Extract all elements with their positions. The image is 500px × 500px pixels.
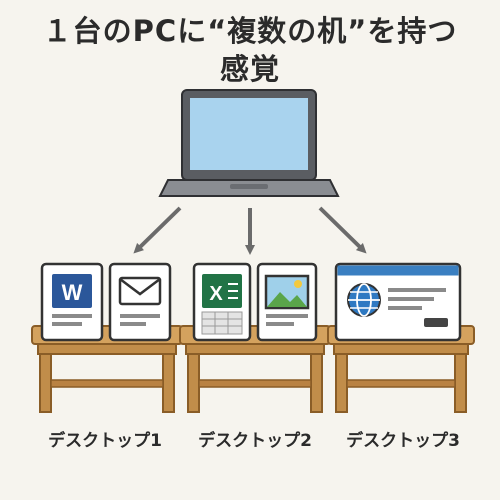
mail-document <box>108 262 172 342</box>
excel-letter: X <box>209 283 223 305</box>
word-document <box>40 262 104 342</box>
arrow-right <box>318 206 367 254</box>
excel-icon <box>202 274 242 308</box>
desk-3 <box>327 262 475 413</box>
desktop-3-label: デスクトップ3 <box>346 431 460 451</box>
desk-2 <box>179 262 331 413</box>
globe-icon <box>347 283 381 317</box>
desktop-2-label: デスクトップ2 <box>198 431 312 451</box>
word-icon <box>52 274 92 308</box>
arrow-left <box>133 206 182 254</box>
title-line-1: １台のPCに“複数の机”を持つ <box>42 14 458 48</box>
excel-lines <box>228 283 238 299</box>
arrows <box>133 206 367 255</box>
word-letter: W <box>62 280 83 305</box>
image-icon <box>264 274 310 310</box>
title-line-2: 感覚 <box>219 52 280 86</box>
desk-1 <box>31 262 183 413</box>
browser-window <box>334 262 462 342</box>
mail-icon <box>118 276 162 306</box>
desktop-1-label: デスクトップ1 <box>48 431 162 451</box>
laptop-icon <box>158 89 340 197</box>
image-document <box>256 262 318 342</box>
